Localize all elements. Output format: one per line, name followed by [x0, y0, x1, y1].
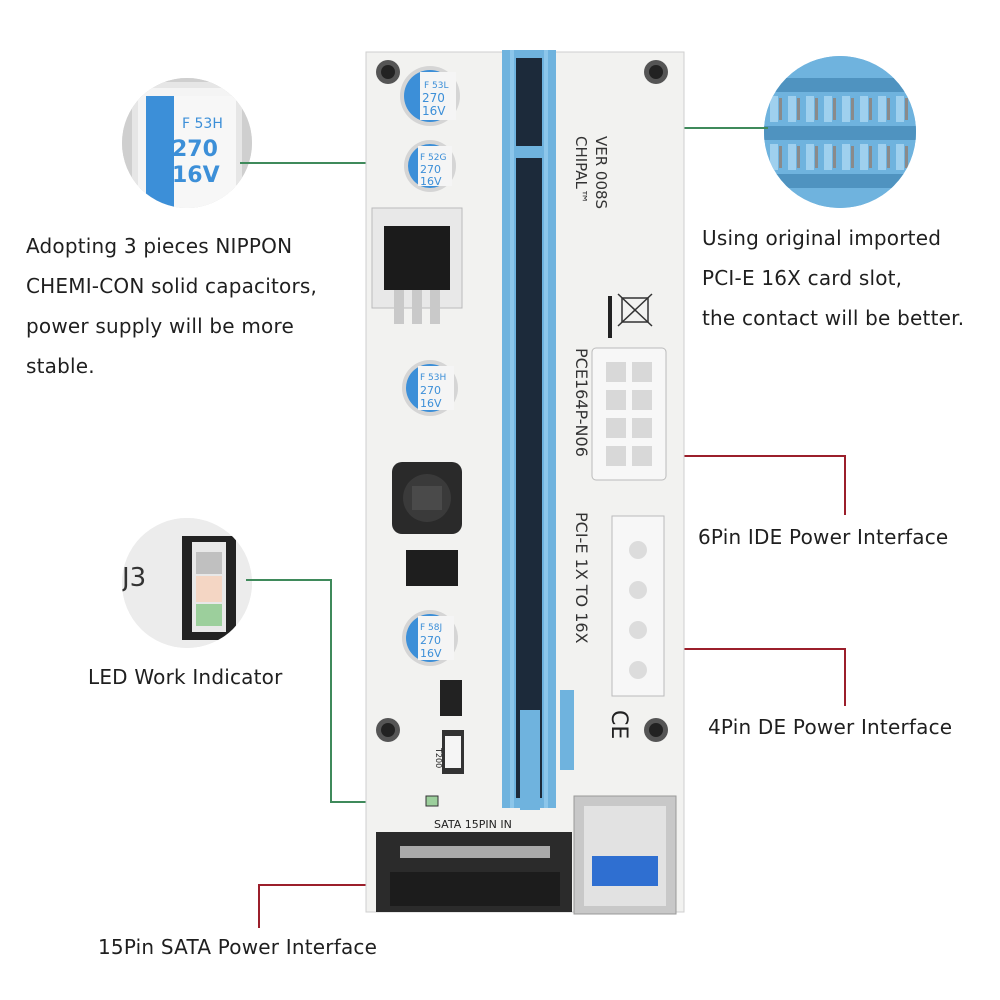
slot-callout-line-2: PCI-E 16X card slot,	[702, 266, 903, 290]
slot-zoom-image	[764, 56, 916, 208]
four-pin-connector	[611, 515, 665, 697]
slot-zoom-circle	[764, 56, 916, 208]
led-callout-line-v	[330, 579, 332, 803]
pin4-callout-line-v	[844, 648, 846, 706]
capacitor-ec2	[404, 140, 456, 192]
led-zoom-image: J3	[122, 518, 252, 648]
pin6-callout-line-h	[634, 455, 846, 457]
fuse-label: T200	[434, 747, 443, 768]
cap3-volt: 16V	[420, 397, 442, 410]
voltage-regulator	[371, 207, 463, 324]
inductor	[392, 462, 462, 534]
capacitor-callout-line-3: power supply will be more	[26, 314, 294, 338]
pin6-callout-text: 6Pin IDE Power Interface	[698, 525, 949, 549]
diode	[440, 680, 462, 716]
slot-callout-line-1: Using original imported	[702, 226, 942, 250]
cap1-volt: 16V	[422, 104, 446, 118]
cap1-value: 270	[422, 91, 445, 105]
capacitor-callout-line-1: Adopting 3 pieces NIPPON	[26, 234, 293, 258]
capacitor-callout-line	[240, 162, 424, 164]
capacitor-ec1	[400, 66, 460, 126]
ce-mark: CE	[606, 710, 631, 739]
zoom-cap-volt: 16V	[172, 163, 220, 188]
capacitor-ec3	[402, 360, 458, 416]
led-callout-line-h1	[246, 579, 332, 581]
pin6-callout-line-v	[844, 455, 846, 515]
pcie-text: PCI-E 1X TO 16X	[572, 512, 591, 644]
capacitor-ec4	[402, 610, 458, 666]
led-indicator	[425, 795, 439, 807]
capacitor-callout-text: Adopting 3 pieces NIPPON CHEMI-CON solid…	[26, 226, 317, 386]
cap3-code: F 53H	[420, 373, 446, 383]
cap4-volt: 16V	[420, 647, 442, 660]
sata-callout-text: 15Pin SATA Power Interface	[98, 935, 378, 959]
cap3-value: 270	[420, 384, 441, 397]
riser-board: F 53L 270 16V F 52G 270 16V F 53H 270 16…	[365, 50, 685, 915]
cap4-code: F 58J	[420, 623, 442, 633]
slot-callout-text: Using original imported PCI-E 16X card s…	[702, 218, 964, 338]
slot-callout-line-3: the contact will be better.	[702, 306, 965, 330]
weee-icon	[617, 293, 653, 327]
model-text: PCE164P-N06	[572, 348, 591, 457]
capacitor-callout-line-2: CHEMI-CON solid capacitors,	[26, 274, 318, 298]
cap2-volt: 16V	[420, 175, 442, 188]
zoom-cap-value: 270	[172, 137, 218, 162]
brand-text: CHIPAL™	[572, 136, 590, 204]
capacitor-callout-line-4: stable.	[26, 354, 95, 378]
led-zoom-circle: J3	[122, 518, 252, 648]
weee-bar	[608, 296, 612, 338]
pcie-x16-slot	[502, 50, 556, 810]
usb3-port	[573, 795, 677, 915]
zoom-cap-code: F 53H	[182, 116, 223, 132]
capacitor-zoom-circle: F 53H 270 16V	[122, 78, 252, 208]
fuse	[442, 730, 464, 774]
version-text: VER 008S	[592, 136, 610, 209]
sata-callout-line-h	[258, 884, 408, 886]
sata-label: SATA 15PIN IN	[434, 818, 512, 831]
cap2-value: 270	[420, 163, 441, 176]
pin4-callout-line-h	[646, 648, 846, 650]
sata-callout-line-v	[258, 884, 260, 928]
mounting-holes	[376, 60, 668, 742]
cap1-code: F 53L	[424, 81, 449, 91]
led-callout-text: LED Work Indicator	[88, 665, 283, 689]
six-pin-connector	[591, 347, 667, 481]
pin4-callout-text: 4Pin DE Power Interface	[708, 715, 953, 739]
zoom-led-label: J3	[122, 563, 146, 593]
capacitor-zoom-image: F 53H 270 16V	[122, 78, 252, 208]
controller-chip	[406, 550, 458, 586]
sata-connector	[376, 832, 572, 912]
cap4-value: 270	[420, 634, 441, 647]
cap2-code: F 52G	[420, 153, 446, 163]
